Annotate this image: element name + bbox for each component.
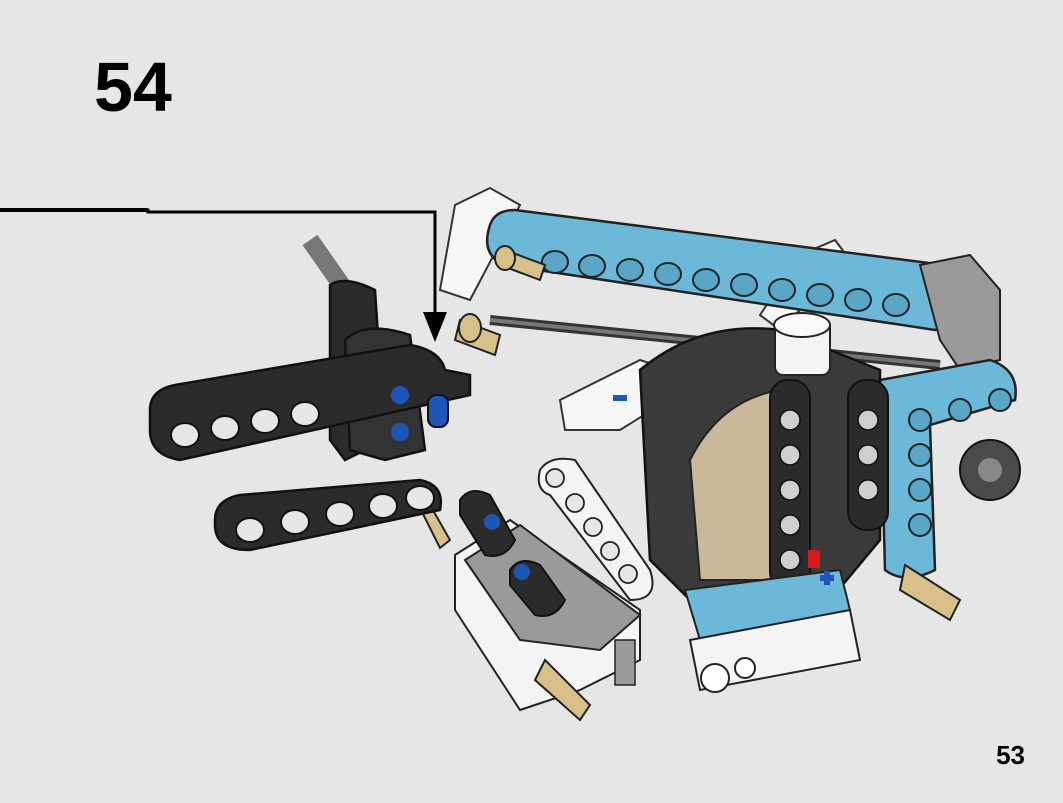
- central-dark-assembly: [638, 327, 889, 602]
- callout-arrow-icon: [0, 208, 447, 342]
- tan-pins: [420, 245, 962, 722]
- small-gear: [959, 439, 1021, 501]
- blue-axle-marks: [613, 395, 834, 585]
- light-blue-angle-beam: [878, 358, 1017, 579]
- light-blue-bottom-plate: [683, 568, 862, 693]
- light-blue-beam-top: [485, 208, 967, 332]
- white-beam-middle: [537, 457, 654, 602]
- page-number: 53: [996, 740, 1025, 770]
- step-number: 54: [94, 48, 172, 126]
- dark-small-beams: [459, 490, 567, 617]
- top-gear: [773, 312, 831, 376]
- left-dark-liftarms: [148, 234, 472, 552]
